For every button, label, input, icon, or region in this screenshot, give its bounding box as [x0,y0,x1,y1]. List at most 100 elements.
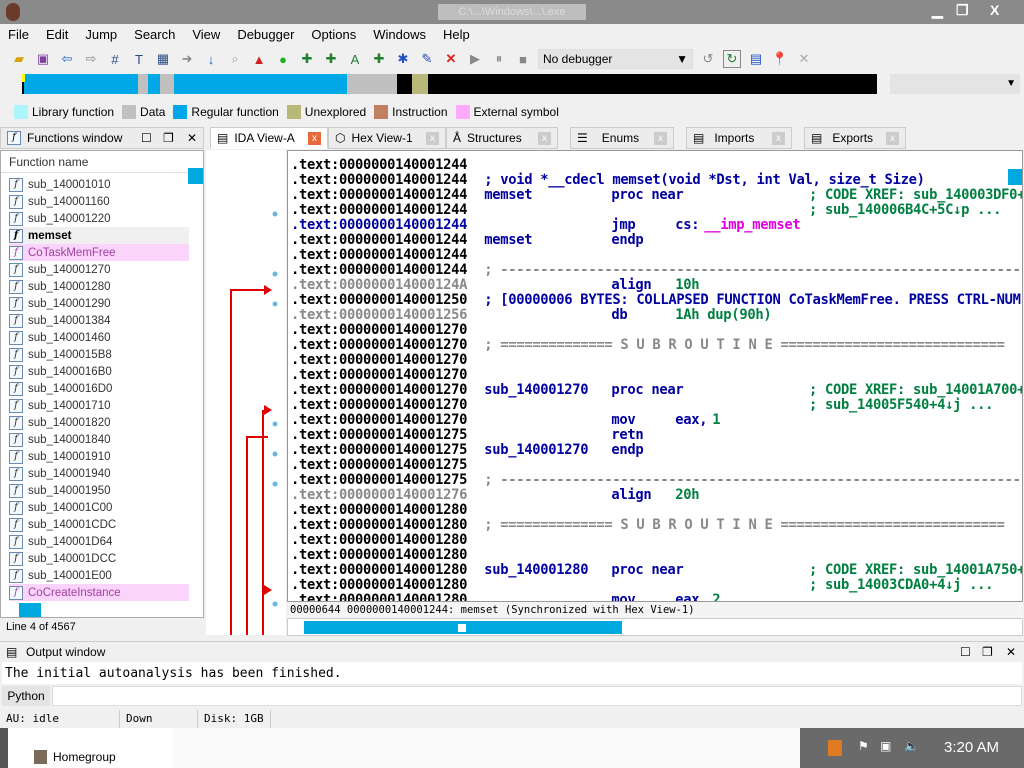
java-icon[interactable] [828,740,842,756]
jump-text-icon[interactable]: T [135,51,143,67]
horizontal-scrollbar[interactable] [19,603,41,617]
edit-icon[interactable]: ✎ [421,51,433,66]
menu-help[interactable]: Help [442,27,470,42]
disassembly-line[interactable]: .text:0000000140001270 [291,323,484,338]
back-icon[interactable]: ⇦ [61,51,73,66]
close-icon[interactable]: x [772,132,785,145]
disassembly-view[interactable]: .text:0000000140001244 .text:00000001400… [287,150,1023,602]
disassembly-line[interactable]: .text:0000000140001280 ; sub_14003CDA0+4… [291,578,993,593]
flag-icon[interactable]: ⚑ [858,739,869,753]
make-ascii-icon[interactable]: A [350,51,360,67]
label[interactable]: sub_140001270 [484,442,589,458]
disassembly-line[interactable]: .text:0000000140001280 [291,503,484,518]
minimize-button[interactable]: ▁ [932,2,943,18]
menu-view[interactable]: View [192,27,221,42]
close-icon[interactable]: x [308,132,321,145]
horizontal-scrollbar[interactable] [287,618,1023,636]
make-data-icon[interactable]: ✚ [325,51,337,66]
label[interactable]: sub_140001270 [484,382,589,398]
disassembly-line[interactable]: .text:0000000140001275 retn [291,428,675,443]
python-command-input[interactable] [52,686,1022,706]
python-button[interactable]: Python [2,686,50,706]
jump-binary-icon[interactable]: ▦ [156,51,170,66]
disassembly-line[interactable]: .text:0000000140001280 ; ============== … [291,518,1005,533]
breakpoints-icon[interactable]: ▤ [749,51,763,66]
disassembly-line[interactable]: .text:0000000140001280 [291,533,484,548]
maximize-icon[interactable]: ☐ [960,645,971,659]
jump-next-icon[interactable]: ➜ [181,51,193,66]
label[interactable]: sub_140001280 [484,562,589,578]
clock[interactable]: 3:20 AM [944,739,1000,756]
graph-icon[interactable]: ▲ [252,51,266,67]
close-icon[interactable]: x [654,132,667,145]
menu-jump[interactable]: Jump [85,27,118,42]
disassembly-line[interactable]: .text:0000000140001244 ; ---------------… [291,263,1022,278]
disassembly-line[interactable]: .text:0000000140001270 ; sub_14005F540+4… [291,398,993,413]
scrollbar-thumb[interactable] [304,621,622,634]
close-icon[interactable]: ✕ [187,131,198,145]
maximize-icon[interactable]: ☐ [141,131,152,145]
play-icon[interactable]: ▶ [470,51,480,66]
make-struct-icon[interactable]: ✚ [373,51,385,66]
disassembly-line[interactable]: .text:0000000140001270 [291,368,484,383]
restore-button[interactable]: ❐ [956,2,969,18]
close-icon[interactable]: x [426,132,439,145]
label[interactable]: memset [484,232,533,248]
xref-comment[interactable]: ; CODE XREF: sub_140003DF0+ [808,187,1023,203]
menu-debugger[interactable]: Debugger [237,27,295,42]
delete-breakpoint-icon[interactable]: ✕ [798,51,810,66]
menu-edit[interactable]: Edit [45,27,69,42]
disassembly-line[interactable]: .text:0000000140001280 [291,548,484,563]
close-icon[interactable]: x [538,132,551,145]
disassembly-line[interactable]: .text:0000000140001270 ; ============== … [291,338,1005,353]
pause-icon[interactable]: ⏸ [495,51,503,66]
column-header-function-name[interactable]: Function name [1,151,203,173]
find-icon[interactable]: ⌕ [231,51,239,66]
scrollbar-thumb[interactable] [1008,169,1022,185]
xref-comment[interactable]: ; sub_14003CDA0+4↓j ... [808,577,994,593]
debugger-select[interactable]: No debugger▼ [538,49,693,69]
stop-icon[interactable]: ■ [519,51,527,67]
run-script-icon[interactable]: ● [279,51,287,67]
disassembly-line[interactable]: .text:0000000140001244 ; sub_140006B4C+5… [291,203,1001,218]
jump-down-icon[interactable]: ↓ [207,51,215,67]
network-icon[interactable]: ▣ [880,739,892,753]
make-array-icon[interactable]: ✱ [397,51,409,66]
import-reference[interactable]: __imp_memset [704,217,801,233]
add-breakpoint-icon[interactable]: 📍 [771,51,789,66]
open-icon[interactable]: ▰ [14,51,24,66]
label[interactable]: memset [484,187,533,203]
disassembly-line[interactable]: .text:0000000140001244 [291,158,484,173]
save-icon[interactable]: ▣ [36,51,50,66]
disassembly-line[interactable]: .text:0000000140001244 [291,248,484,263]
